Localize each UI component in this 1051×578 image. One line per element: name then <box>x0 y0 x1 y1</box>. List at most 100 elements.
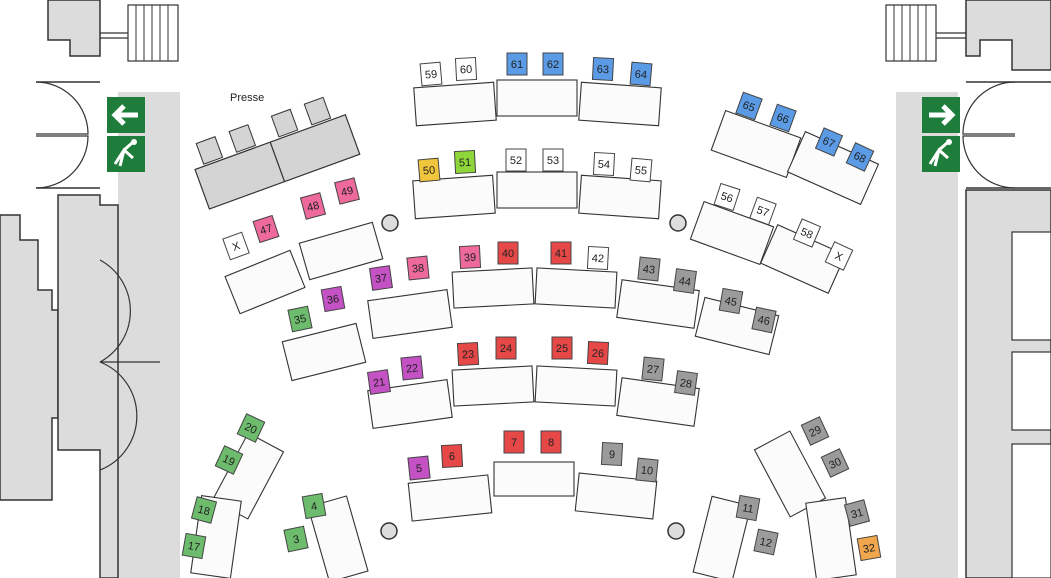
seat-57[interactable]: 57 <box>749 196 777 226</box>
seat-62[interactable]: 62 <box>542 52 564 76</box>
seat-64[interactable]: 64 <box>629 61 653 87</box>
seat-61[interactable]: 61 <box>506 52 528 76</box>
seat-67[interactable]: 67 <box>814 127 844 157</box>
seat-marker <box>214 445 244 475</box>
seat-12[interactable]: 12 <box>753 528 779 556</box>
seat-number: 7 <box>511 437 517 449</box>
exit-sign-right <box>922 97 960 172</box>
desk-segment <box>574 472 658 520</box>
seat-54[interactable]: 54 <box>592 151 616 177</box>
seat-marker <box>629 61 653 87</box>
seat-25[interactable]: 25 <box>551 336 573 360</box>
seat-52[interactable]: 52 <box>505 148 527 172</box>
seat-55[interactable]: 55 <box>629 157 653 183</box>
seat-x[interactable]: X <box>222 231 250 261</box>
seat-number: 20 <box>242 421 258 437</box>
seat-48[interactable]: 48 <box>299 192 327 220</box>
seat-number: 23 <box>462 349 475 362</box>
seat-11[interactable]: 11 <box>735 494 761 522</box>
seat-58[interactable]: 58 <box>792 218 822 248</box>
seat-60[interactable]: 60 <box>454 56 478 82</box>
seat-marker <box>550 241 572 265</box>
seat-43[interactable]: 43 <box>637 256 661 282</box>
seat-marker <box>749 196 777 226</box>
seat-3[interactable]: 3 <box>283 525 309 553</box>
seat-31[interactable]: 31 <box>843 499 871 527</box>
seat-42[interactable]: 42 <box>586 245 610 271</box>
seat-46[interactable]: 46 <box>751 306 777 334</box>
seat-marker <box>456 341 480 367</box>
seat-44[interactable]: 44 <box>673 268 697 294</box>
seat-10[interactable]: 10 <box>635 457 659 483</box>
seat-59[interactable]: 59 <box>419 61 443 87</box>
seat-number: 52 <box>510 155 522 167</box>
seat-38[interactable]: 38 <box>406 255 430 281</box>
seat-51[interactable]: 51 <box>453 149 477 175</box>
seat-number: 10 <box>640 464 653 477</box>
seat-47[interactable]: 47 <box>252 214 280 244</box>
seat-x[interactable]: X <box>824 241 854 271</box>
seat-23[interactable]: 23 <box>456 341 480 367</box>
seat-marker <box>299 192 327 220</box>
seat-36[interactable]: 36 <box>320 285 346 313</box>
desk-segment <box>224 249 306 315</box>
seat-7[interactable]: 7 <box>503 430 525 454</box>
seat-number: 48 <box>306 200 321 215</box>
seat-18[interactable]: 18 <box>190 496 218 524</box>
seat-26[interactable]: 26 <box>586 340 610 366</box>
left-walls <box>0 0 180 578</box>
seat-number: 28 <box>679 377 693 391</box>
seat-number: 25 <box>556 343 568 355</box>
seat-29[interactable]: 29 <box>800 416 830 446</box>
seat-number: 51 <box>459 157 472 170</box>
seat-32[interactable]: 32 <box>856 534 882 562</box>
seat-53[interactable]: 53 <box>542 148 564 172</box>
press-desks <box>194 96 361 210</box>
seat-number: 18 <box>196 504 211 519</box>
seat-number: 47 <box>259 222 274 237</box>
seat-37[interactable]: 37 <box>369 265 393 291</box>
seat-45[interactable]: 45 <box>718 287 744 315</box>
seat-9[interactable]: 9 <box>600 441 624 467</box>
seat-50[interactable]: 50 <box>417 157 441 183</box>
seat-number: 62 <box>547 59 559 71</box>
seat-marker <box>713 182 741 212</box>
seat-30[interactable]: 30 <box>820 448 850 478</box>
seat-35[interactable]: 35 <box>287 305 313 333</box>
seat-8[interactable]: 8 <box>540 430 562 454</box>
seat-marker <box>406 255 430 281</box>
seat-number: 46 <box>757 314 771 328</box>
seat-marker <box>419 61 443 87</box>
seat-number: 58 <box>799 226 815 242</box>
seat-17[interactable]: 17 <box>181 532 207 560</box>
seat-marker <box>287 305 313 333</box>
seat-28[interactable]: 28 <box>674 370 698 396</box>
seat-49[interactable]: 49 <box>334 177 360 205</box>
seat-66[interactable]: 66 <box>769 103 797 133</box>
seat-40[interactable]: 40 <box>497 241 519 265</box>
seat-5[interactable]: 5 <box>407 455 431 481</box>
seat-39[interactable]: 39 <box>458 244 482 270</box>
seat-19[interactable]: 19 <box>214 445 244 475</box>
seat-marker <box>586 245 610 271</box>
seat-21[interactable]: 21 <box>367 369 391 395</box>
seat-marker <box>222 231 250 261</box>
seat-number: 49 <box>340 185 355 200</box>
seat-6[interactable]: 6 <box>440 443 464 469</box>
seat-number: 42 <box>592 253 605 266</box>
seat-56[interactable]: 56 <box>713 182 741 212</box>
seat-marker <box>369 265 393 291</box>
seat-22[interactable]: 22 <box>400 355 424 381</box>
seat-65[interactable]: 65 <box>735 91 763 121</box>
seat-marker <box>252 214 280 244</box>
seat-68[interactable]: 68 <box>845 142 875 172</box>
seat-24[interactable]: 24 <box>495 336 517 360</box>
seat-number: 4 <box>310 501 318 514</box>
seat-marker <box>301 492 327 520</box>
seat-63[interactable]: 63 <box>591 56 615 82</box>
seat-marker <box>190 496 218 524</box>
seat-41[interactable]: 41 <box>550 241 572 265</box>
seat-4[interactable]: 4 <box>301 492 327 520</box>
seat-20[interactable]: 20 <box>236 413 266 443</box>
seat-27[interactable]: 27 <box>641 356 665 382</box>
